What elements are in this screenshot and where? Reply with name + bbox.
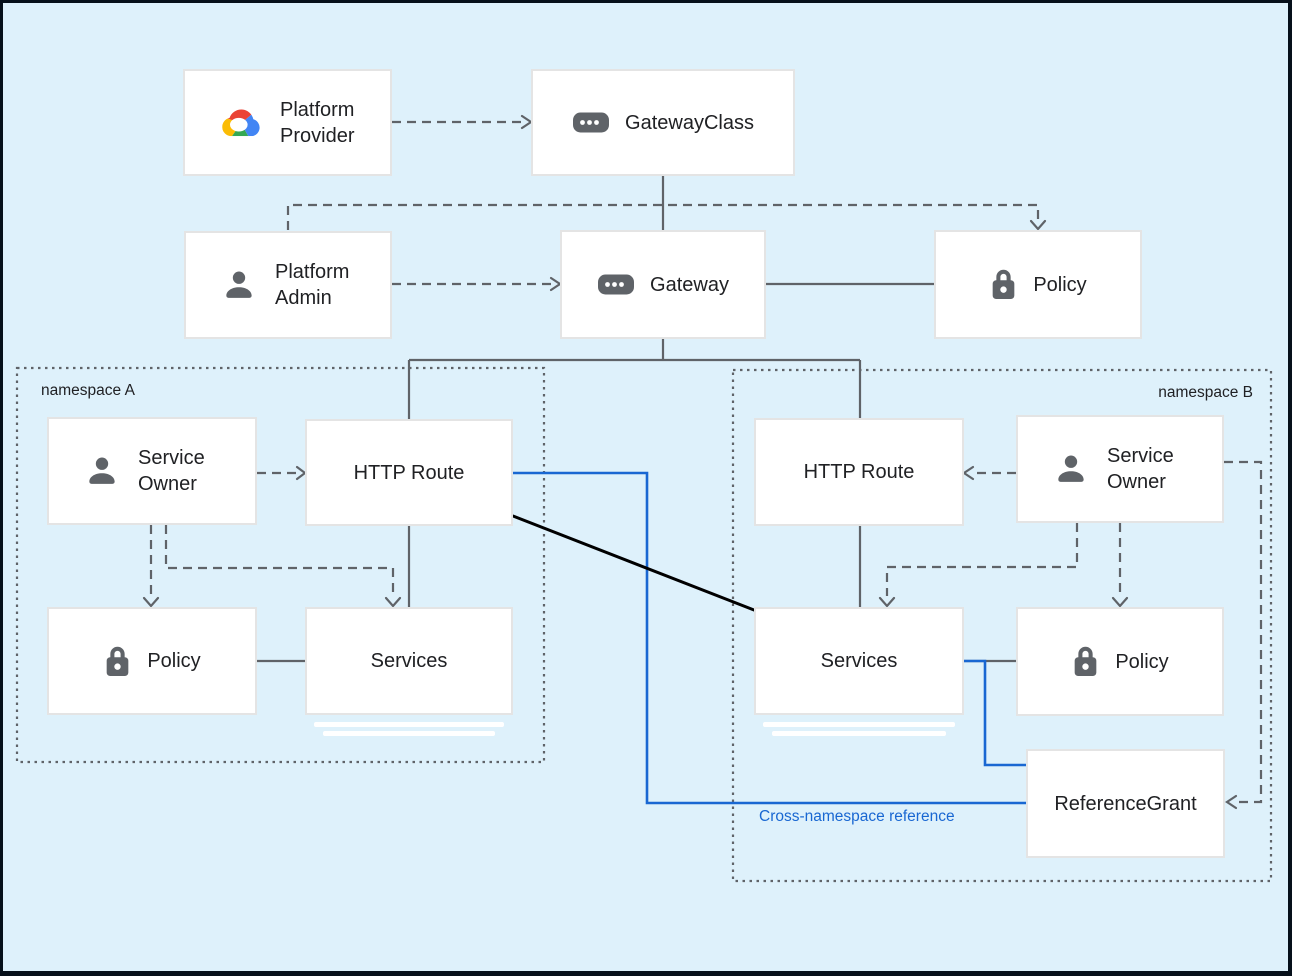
node-label: Gateway <box>650 273 729 296</box>
node-label: ReferenceGrant <box>1054 792 1197 815</box>
node-gateway: Gateway <box>560 230 766 339</box>
node-label: Service Owner <box>138 447 205 495</box>
person-icon <box>83 452 121 490</box>
node-http-route-b: HTTP Route <box>754 418 964 526</box>
lock-icon <box>1071 644 1100 679</box>
node-label: HTTP Route <box>803 461 915 483</box>
node-reference-grant: ReferenceGrant <box>1026 749 1225 858</box>
resource-chip-icon <box>572 111 610 134</box>
cross-namespace-lines <box>513 471 1026 805</box>
gcp-logo-icon <box>219 104 263 141</box>
node-label: Policy <box>147 650 201 672</box>
node-policy-a: Policy <box>47 607 257 715</box>
node-label: Service Owner <box>1107 445 1174 493</box>
node-gateway-policy: Policy <box>934 230 1142 339</box>
node-gateway-class: GatewayClass <box>531 69 795 176</box>
person-icon <box>220 266 258 304</box>
node-policy-b: Policy <box>1016 607 1224 716</box>
services-b-stack-line <box>772 731 946 736</box>
node-services-b: Services <box>754 607 964 715</box>
services-a-stack-line <box>323 731 495 736</box>
node-label: Services <box>370 650 448 672</box>
node-service-owner-a: Service Owner <box>47 417 257 525</box>
services-b-stack-line <box>763 722 955 727</box>
route-to-service-line <box>511 514 756 612</box>
lock-icon <box>989 267 1018 302</box>
node-label: Platform Provider <box>280 98 355 147</box>
services-a-stack-line <box>314 722 504 727</box>
node-http-route-a: HTTP Route <box>305 419 513 526</box>
node-label: Policy <box>1033 273 1087 296</box>
node-service-owner-b: Service Owner <box>1016 415 1224 523</box>
node-platform-admin: Platform Admin <box>184 231 392 339</box>
node-label: Services <box>820 650 898 672</box>
namespace-b-border <box>731 368 1273 883</box>
resource-chip-icon <box>597 273 635 296</box>
node-label: Policy <box>1115 650 1169 673</box>
namespace-b-label: namespace B <box>1158 384 1253 401</box>
person-icon <box>1052 450 1090 488</box>
node-label: HTTP Route <box>353 461 465 484</box>
node-platform-provider: Platform Provider <box>183 69 392 176</box>
lock-icon <box>103 644 132 679</box>
node-label: GatewayClass <box>625 111 754 134</box>
namespace-a-border <box>15 366 546 764</box>
node-label: Platform Admin <box>275 261 350 309</box>
dashed-gray-connectors <box>149 120 1263 804</box>
cross-namespace-reference-label: Cross-namespace reference <box>759 808 955 825</box>
namespace-a-label: namespace A <box>41 382 135 399</box>
node-services-a: Services <box>305 607 513 715</box>
